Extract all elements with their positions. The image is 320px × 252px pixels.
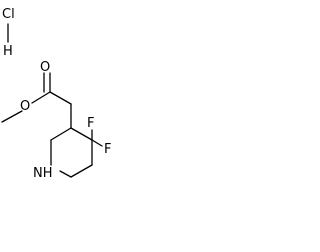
salt-chlorine-label: Cl	[2, 7, 15, 22]
structure-diagram: Cl H O O NH F F	[1, 7, 111, 181]
ring-bond-c3-c4	[70, 127, 93, 141]
ester-oxygen-label: O	[20, 99, 30, 114]
ring-nitrogen-label: NH	[33, 166, 53, 181]
salt-hydrogen-label: H	[3, 44, 13, 59]
methyl-o-bond	[1, 110, 23, 123]
ring-bond-c2-c3	[50, 127, 72, 141]
ring-bond-c5-c6	[70, 164, 93, 178]
fluorine-left-label: F	[87, 116, 94, 131]
o-carbonyl-bond	[31, 91, 51, 104]
c-f-bond-right	[91, 139, 103, 147]
carbonyl-oxygen-label: O	[40, 60, 50, 75]
fluorine-right-label: F	[104, 142, 111, 157]
ring-bond-c6-n	[59, 170, 72, 178]
carbonyl-ch2-bond	[49, 91, 72, 105]
